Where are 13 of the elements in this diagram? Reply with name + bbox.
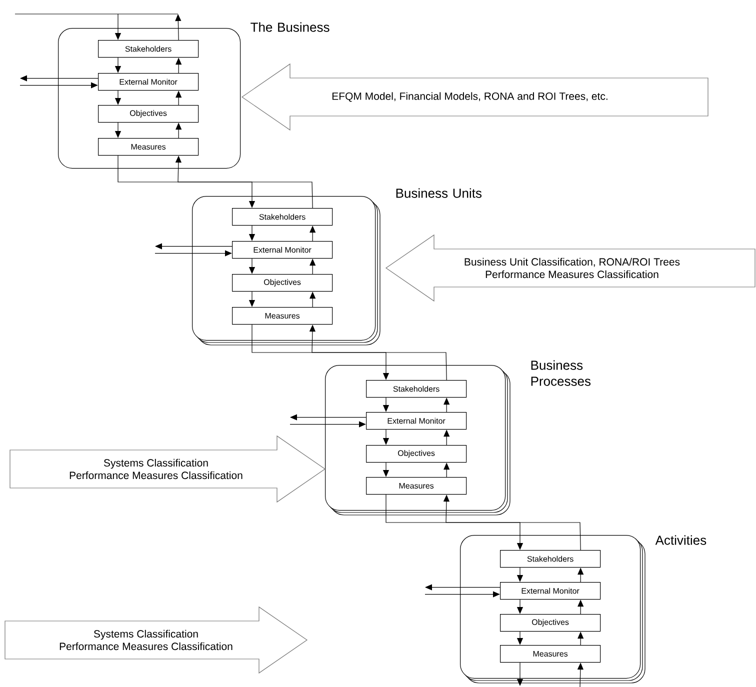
arrow [14,14,178,40]
arrow [118,155,256,208]
arrow [20,82,98,88]
heading: Activities [655,535,706,545]
process-box: Measures [98,138,199,156]
process-box: Objectives [98,105,199,123]
heading: Business Processes [531,360,591,386]
arrow [175,14,182,40]
heading: The Business [250,22,330,32]
heading: Business Units [396,188,482,198]
arrow [20,75,98,82]
process-box: Stakeholders [98,40,199,58]
process-box: External Monitor [98,73,199,91]
